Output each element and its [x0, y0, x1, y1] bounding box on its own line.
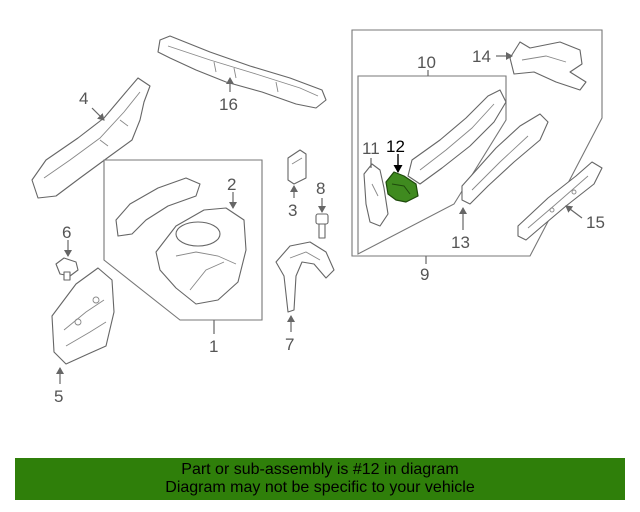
part-6-clip — [55, 257, 79, 281]
part-10-side-member — [407, 89, 507, 185]
callout-7: 7 — [285, 335, 294, 354]
caption-line-2: Diagram may not be specific to your vehi… — [165, 479, 475, 496]
callout-15: 15 — [586, 213, 605, 232]
part-15-reinforcement — [517, 161, 603, 241]
callout-14: 14 — [472, 47, 491, 66]
group-box-10 — [357, 75, 507, 255]
group-box-1 — [103, 159, 263, 321]
part-3-bracket — [287, 149, 307, 185]
callout-10: 10 — [417, 53, 436, 72]
part-16-radiator-support — [157, 35, 327, 109]
part-5-splash-panel — [51, 267, 115, 365]
part-7-support — [275, 241, 335, 313]
part-13-lower-rail — [461, 113, 549, 205]
callout-15-leader — [565, 205, 583, 219]
callout-11: 11 — [362, 139, 380, 158]
callout-4: 4 — [79, 89, 88, 108]
parts-diagram: 16 4 2 1 3 8 7 6 — [31, 29, 605, 406]
part-1-wheelhouse — [115, 177, 247, 305]
part-4-apron-rail — [31, 77, 151, 199]
part-14-bracket — [509, 41, 587, 91]
callout-8: 8 — [316, 179, 325, 198]
part-12-highlighted — [385, 171, 419, 203]
callout-5: 5 — [54, 387, 63, 406]
callout-13: 13 — [451, 233, 470, 252]
part-8-bolt — [315, 213, 329, 239]
caption-bar: Part or sub-assembly is #12 in diagram D… — [15, 458, 625, 500]
callout-1: 1 — [209, 337, 218, 356]
callout-16: 16 — [219, 95, 238, 114]
caption-line-1: Part or sub-assembly is #12 in diagram — [181, 461, 459, 478]
part-11-bracket — [363, 163, 389, 227]
callout-6: 6 — [62, 223, 71, 242]
callout-9: 9 — [420, 265, 429, 284]
callout-3: 3 — [288, 201, 297, 220]
callout-2: 2 — [227, 175, 236, 194]
callout-4-leader — [91, 107, 105, 121]
callout-12: 12 — [386, 137, 405, 156]
